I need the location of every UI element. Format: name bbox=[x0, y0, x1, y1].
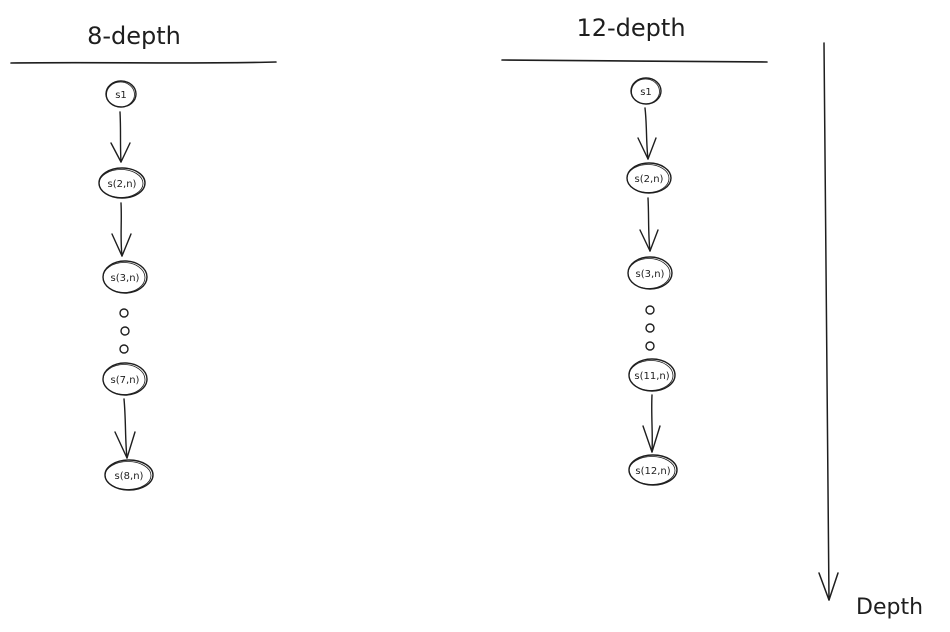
right-node-1: s1 bbox=[630, 77, 662, 105]
left-arrow-1 bbox=[110, 111, 131, 163]
right-arrow-1 bbox=[637, 107, 657, 160]
left-arrow-2 bbox=[111, 202, 132, 257]
right-ellipsis-dots bbox=[645, 305, 655, 351]
left-title: 8-depth bbox=[87, 22, 181, 50]
right-node-3: s(3,n) bbox=[627, 256, 673, 290]
left-node-4-label: s(7,n) bbox=[111, 375, 140, 386]
left-chain: 8-depth s1 s(2,n) s(3,n) bbox=[10, 22, 277, 491]
right-arrow-2 bbox=[639, 197, 659, 252]
left-node-3: s(3,n) bbox=[102, 260, 148, 294]
right-node-4: s(11,n) bbox=[628, 358, 676, 392]
left-node-1: s1 bbox=[105, 80, 137, 108]
left-node-2: s(2,n) bbox=[98, 167, 146, 199]
right-node-2-label: s(2,n) bbox=[635, 174, 664, 185]
right-arrow-3 bbox=[642, 394, 661, 453]
depth-axis-label: Depth bbox=[856, 595, 923, 620]
right-title: 12-depth bbox=[576, 14, 685, 42]
right-node-4-label: s(11,n) bbox=[634, 371, 669, 382]
left-ellipsis-dots bbox=[119, 308, 130, 354]
right-node-5-label: s(12,n) bbox=[635, 466, 670, 477]
right-chain: 12-depth s1 s(2,n) s(3,n) bbox=[501, 14, 768, 486]
depth-axis: Depth bbox=[818, 42, 923, 620]
left-node-5: s(8,n) bbox=[104, 459, 154, 491]
left-title-underline bbox=[10, 61, 277, 64]
right-node-3-label: s(3,n) bbox=[636, 269, 665, 280]
depth-axis-arrowhead bbox=[818, 572, 839, 601]
right-node-2: s(2,n) bbox=[626, 162, 672, 194]
right-title-underline bbox=[501, 59, 768, 63]
left-node-2-label: s(2,n) bbox=[108, 179, 137, 190]
right-node-1-label: s1 bbox=[640, 87, 652, 98]
left-node-1-label: s1 bbox=[115, 90, 127, 101]
left-node-5-label: s(8,n) bbox=[115, 471, 144, 482]
left-arrow-3 bbox=[114, 398, 136, 459]
right-node-5: s(12,n) bbox=[628, 454, 678, 486]
left-node-4: s(7,n) bbox=[102, 362, 148, 396]
depth-axis-line bbox=[823, 42, 830, 601]
left-node-3-label: s(3,n) bbox=[111, 273, 140, 284]
